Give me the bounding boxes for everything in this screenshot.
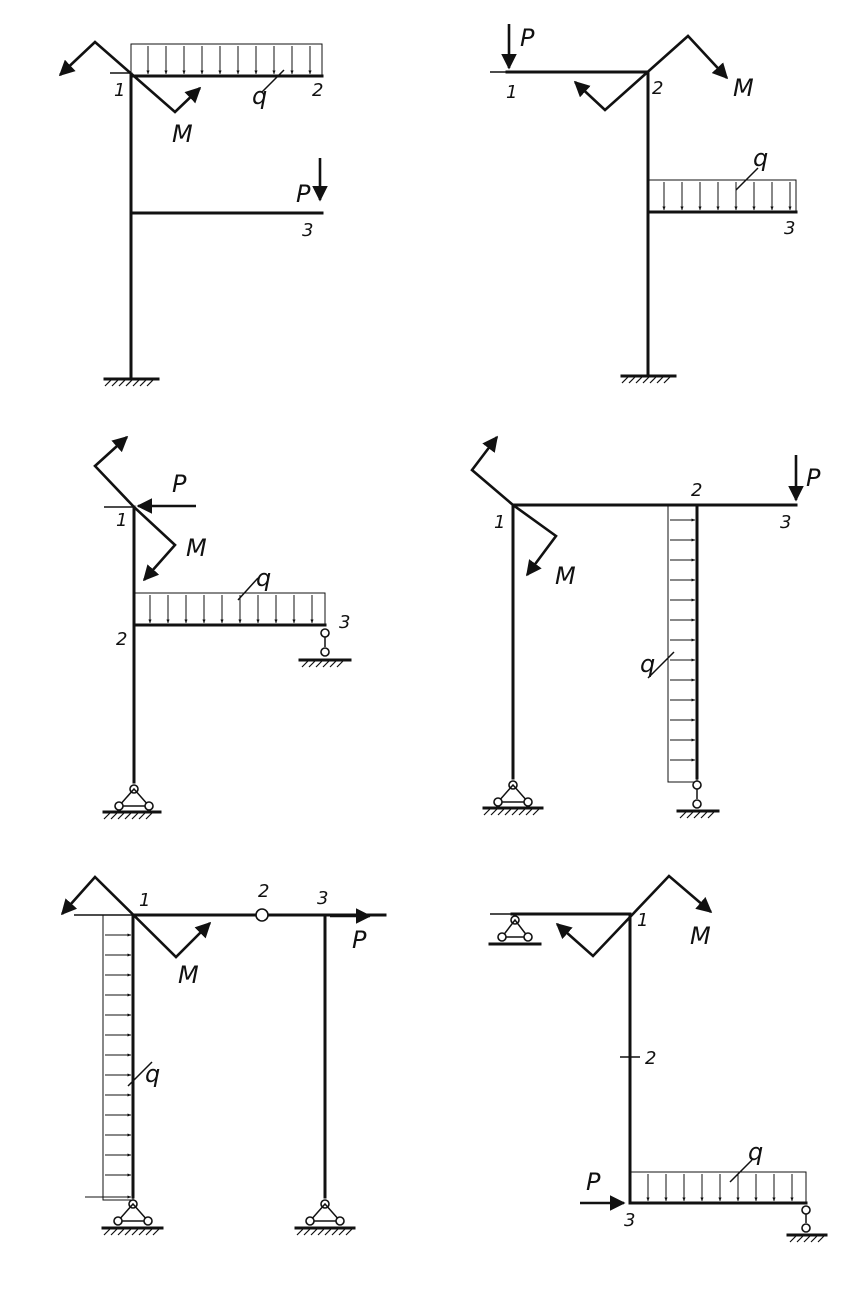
scheme-2-force-label: P xyxy=(520,24,535,52)
scheme-3-node-3-label: 3 xyxy=(339,612,350,633)
scheme-4-moment-label: M xyxy=(555,562,576,590)
scheme-4-moment-arrow xyxy=(470,435,558,577)
scheme-3-moment-label: M xyxy=(186,534,207,562)
scheme-3-distributed-load xyxy=(133,577,326,626)
scheme-6-moment-arrow xyxy=(555,874,713,958)
scheme-1-node-3-label: 3 xyxy=(302,220,313,241)
scheme-4: 1 2 3 M q P xyxy=(470,435,821,819)
scheme-4-node-1-label: 1 xyxy=(494,512,505,533)
scheme-5-hinge-2 xyxy=(255,908,269,922)
scheme-2-node-2-label: 2 xyxy=(652,78,663,99)
scheme-2-fixed-support xyxy=(620,374,677,384)
scheme-6-node-2-label: 2 xyxy=(645,1048,656,1069)
scheme-1-moment-label: M xyxy=(172,120,193,148)
scheme-3-moment-arrow xyxy=(93,435,177,582)
scheme-4-force-label: P xyxy=(806,464,821,492)
scheme-6-moment-label: M xyxy=(690,922,711,950)
scheme-3-force-label: P xyxy=(172,470,187,498)
scheme-6: 1 2 3 M q P xyxy=(488,874,828,1243)
scheme-3-load-label: q xyxy=(256,564,271,592)
scheme-2-node-1-label: 1 xyxy=(506,82,517,103)
scheme-1-moment-arrow xyxy=(58,40,202,114)
scheme-5: 1 2 3 M q P xyxy=(60,875,387,1236)
scheme-6-load-label: q xyxy=(748,1138,763,1166)
scheme-5-moment-arrow xyxy=(60,875,212,959)
scheme-5-node-2-label: 2 xyxy=(258,881,269,902)
scheme-5-node-1-label: 1 xyxy=(139,890,150,911)
scheme-4-roller-support-right xyxy=(676,780,720,819)
scheme-3-pin-support-base xyxy=(102,784,162,820)
scheme-2-moment-label: M xyxy=(733,74,754,102)
scheme-1-load-label: q xyxy=(252,82,267,110)
scheme-5-node-3-label: 3 xyxy=(317,888,328,909)
scheme-6-roller-support-right xyxy=(786,1205,828,1243)
scheme-3-node-2-label: 2 xyxy=(116,629,127,650)
scheme-1-force-label: P xyxy=(296,180,311,208)
scheme-3-roller-support xyxy=(298,628,352,668)
scheme-4-node-2-label: 2 xyxy=(691,480,702,501)
scheme-2-node-3-label: 3 xyxy=(784,218,795,239)
scheme-1-node-2-label: 2 xyxy=(312,80,323,101)
scheme-2: 1 2 3 M q P xyxy=(490,24,798,384)
scheme-5-load-label: q xyxy=(145,1060,160,1088)
scheme-2-distributed-load xyxy=(647,167,797,213)
scheme-3-node-1-label: 1 xyxy=(116,510,127,531)
scheme-5-moment-label: M xyxy=(178,961,199,989)
scheme-4-node-3-label: 3 xyxy=(780,512,791,533)
scheme-1: 1 2 3 M q P xyxy=(58,40,328,387)
scheme-1-node-1-label: 1 xyxy=(114,80,125,101)
scheme-5-distributed-load xyxy=(85,914,153,1201)
scheme-4-pin-support-left xyxy=(482,780,544,816)
scheme-1-fixed-support xyxy=(103,377,160,387)
scheme-5-force-label: P xyxy=(352,926,367,954)
scheme-3: 1 2 3 M q P xyxy=(93,435,352,820)
scheme-6-node-3-label: 3 xyxy=(624,1210,635,1231)
scheme-4-load-label: q xyxy=(640,650,655,678)
scheme-2-moment-arrow xyxy=(573,34,729,112)
scheme-6-force-label: P xyxy=(586,1168,601,1196)
scheme-4-distributed-load xyxy=(647,504,698,783)
scheme-2-load-label: q xyxy=(753,144,768,172)
scheme-6-node-1-label: 1 xyxy=(637,910,648,931)
scheme-6-pin-support-left xyxy=(488,915,542,946)
scheme-1-distributed-load xyxy=(130,43,323,93)
scheme-5-pin-support-left xyxy=(101,1199,164,1236)
scheme-5-pin-support-right xyxy=(294,1199,356,1236)
scheme-6-distributed-load xyxy=(629,1159,807,1204)
